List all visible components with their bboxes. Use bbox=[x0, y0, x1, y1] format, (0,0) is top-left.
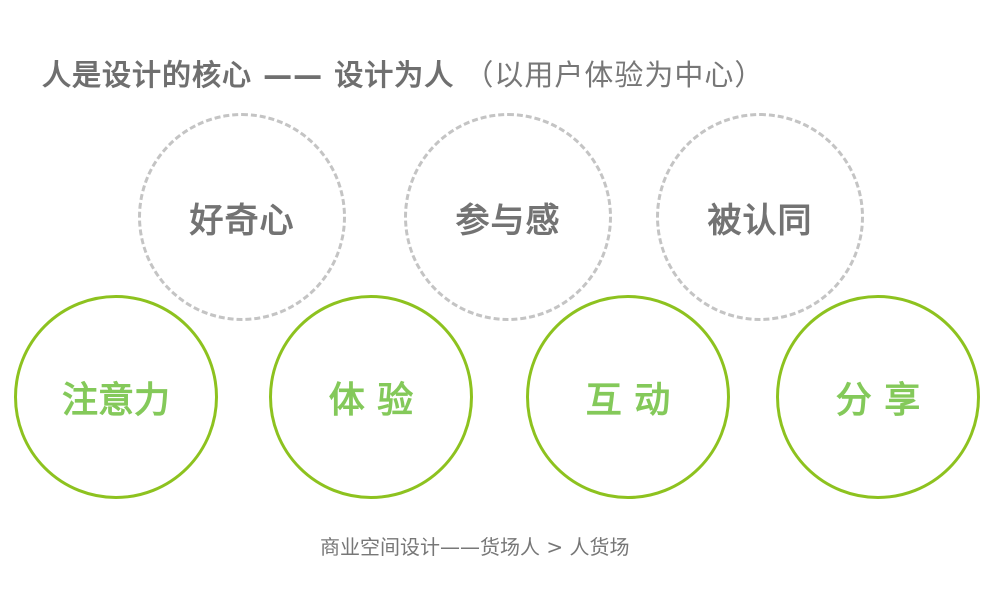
circle-participation: 参与感 bbox=[404, 113, 612, 321]
page-title: 人是设计的核心 —— 设计为人 （以用户体验为中心） bbox=[42, 52, 764, 94]
circle-label: 体 验 bbox=[328, 380, 414, 421]
title-sub: （以用户体验为中心） bbox=[464, 58, 765, 92]
circle-label: 被认同 bbox=[707, 200, 813, 241]
circle-label: 好奇心 bbox=[189, 200, 295, 241]
circle-recognition: 被认同 bbox=[656, 113, 864, 321]
caption: 商业空间设计——货场人 > 人货场 bbox=[320, 535, 630, 559]
circle-label: 参与感 bbox=[455, 200, 561, 241]
circle-experience: 体 验 bbox=[269, 295, 473, 499]
circle-sharing: 分 享 bbox=[776, 295, 980, 499]
circle-label: 注意力 bbox=[61, 380, 170, 421]
circle-label: 分 享 bbox=[835, 380, 921, 421]
circle-label: 互 动 bbox=[585, 380, 671, 421]
circle-curiosity: 好奇心 bbox=[138, 113, 346, 321]
title-main: 人是设计的核心 —— 设计为人 bbox=[42, 58, 455, 92]
circle-interaction: 互 动 bbox=[526, 295, 730, 499]
circle-attention: 注意力 bbox=[14, 295, 218, 499]
